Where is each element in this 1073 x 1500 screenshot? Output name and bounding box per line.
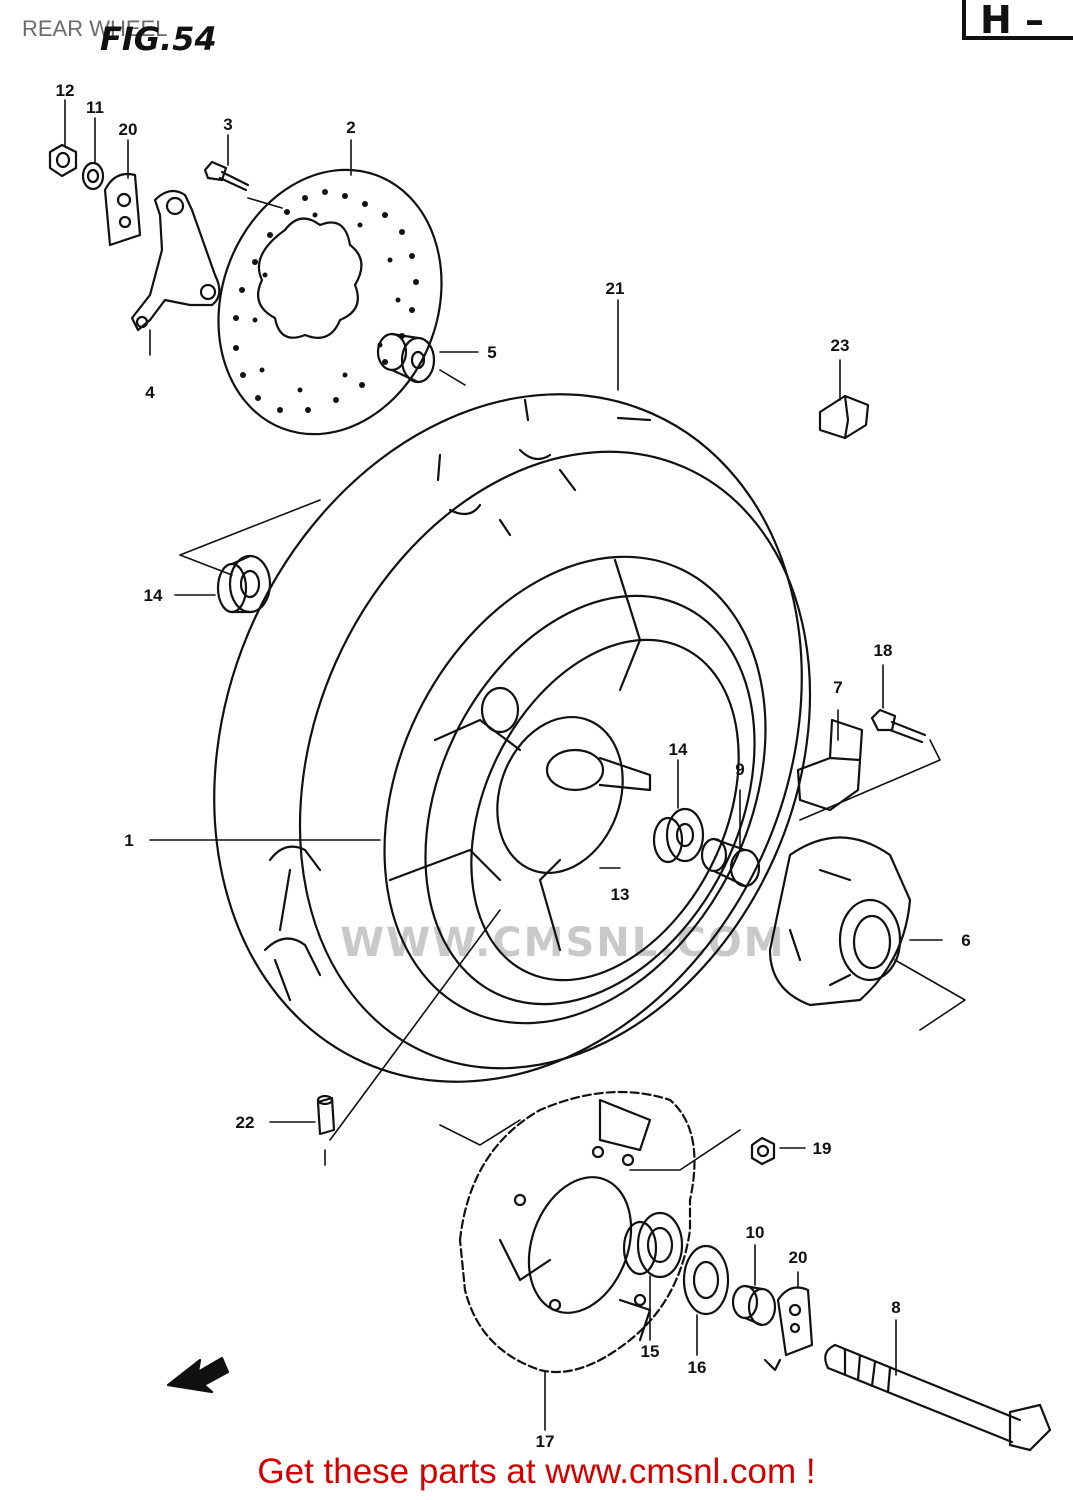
nut-19 [750,1136,776,1166]
callout-6: 6 [961,931,970,950]
rear-sprocket-17 [458,1090,696,1374]
washer-11 [81,161,105,191]
figure-label: FIG.54 [100,20,217,58]
nut-12 [48,143,78,178]
spacer-10 [731,1284,777,1327]
callout-21: 21 [606,279,625,298]
section-code: H – [980,0,1045,42]
sprocket-hub-6 [768,836,912,1007]
bolt-18 [870,708,927,744]
callout-16: 16 [688,1358,707,1377]
spacer-9 [700,837,761,888]
callout-9: 9 [735,760,744,779]
clip-23 [818,394,870,440]
rim [383,555,767,1025]
axle-8 [824,1343,1052,1452]
callout-18: 18 [874,641,893,660]
callout-20-bottom: 20 [789,1248,808,1267]
damper-7 [796,718,864,812]
caliper-bracket-4 [130,189,221,332]
seal-16 [682,1244,730,1316]
plate-20-bottom [763,1286,814,1372]
callout-20-top: 20 [119,120,138,139]
hub [480,686,652,875]
callout-7: 7 [833,678,842,697]
bearing-14-right [652,807,705,864]
leader-lines [64,99,966,1431]
callout-22: 22 [236,1113,255,1132]
bearing-15 [622,1211,684,1279]
callout-14-right: 14 [669,740,688,759]
callout-19: 19 [813,1139,832,1158]
footer-link[interactable]: Get these parts at www.cmsnl.com ! [257,1452,816,1491]
callout-4: 4 [145,383,155,402]
plate-20-top [103,172,142,247]
callout-15: 15 [641,1342,660,1361]
spacer-5 [376,332,436,384]
callout-17: 17 [536,1432,555,1451]
callout-13: 13 [611,885,630,904]
callout-23: 23 [831,336,850,355]
brake-disc [217,168,443,436]
front-arrow-icon [166,1356,230,1394]
page-title: REAR WHEEL [22,16,168,41]
bolt-3 [203,160,250,192]
valve-22 [316,1094,336,1136]
callout-8: 8 [891,1298,900,1317]
callout-10: 10 [746,1223,765,1242]
callout-3: 3 [223,115,232,134]
callout-2: 2 [346,118,355,137]
callout-1: 1 [124,831,133,850]
tire [213,393,812,1083]
callout-12: 12 [56,81,75,100]
callout-5: 5 [487,343,496,362]
callout-14-left: 14 [144,586,163,605]
callout-11: 11 [86,98,104,117]
bearing-14-left [216,554,272,614]
section-box [962,0,1073,40]
